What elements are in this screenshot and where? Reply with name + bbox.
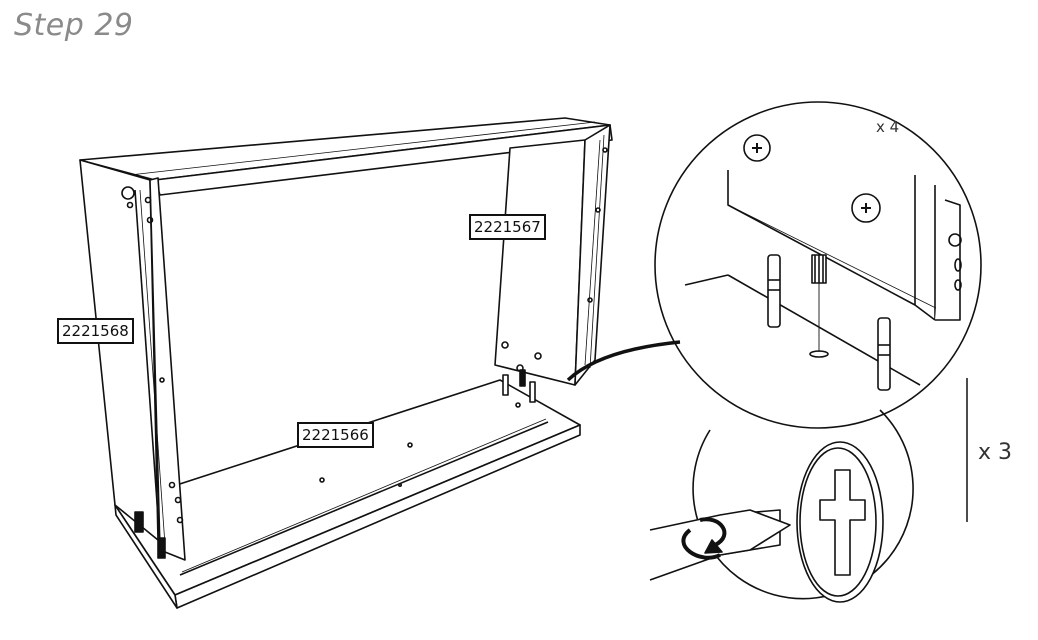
step-title: Step 29 bbox=[14, 8, 134, 43]
side-panel-drawing bbox=[79, 159, 186, 561]
part-label-side-panel: 2221568 bbox=[57, 318, 134, 344]
part-label-top-panel: 2221567 bbox=[469, 214, 546, 240]
dowel-quantity: x 4 bbox=[876, 118, 900, 136]
top-panel-drawing bbox=[79, 117, 613, 408]
bottom-panel-drawing bbox=[114, 379, 581, 609]
dowel-detail-circle bbox=[566, 101, 982, 429]
part-label-bottom-panel: 2221566 bbox=[297, 422, 374, 448]
screw-detail-circle bbox=[649, 409, 914, 603]
screw-quantity: x 3 bbox=[978, 440, 1013, 465]
